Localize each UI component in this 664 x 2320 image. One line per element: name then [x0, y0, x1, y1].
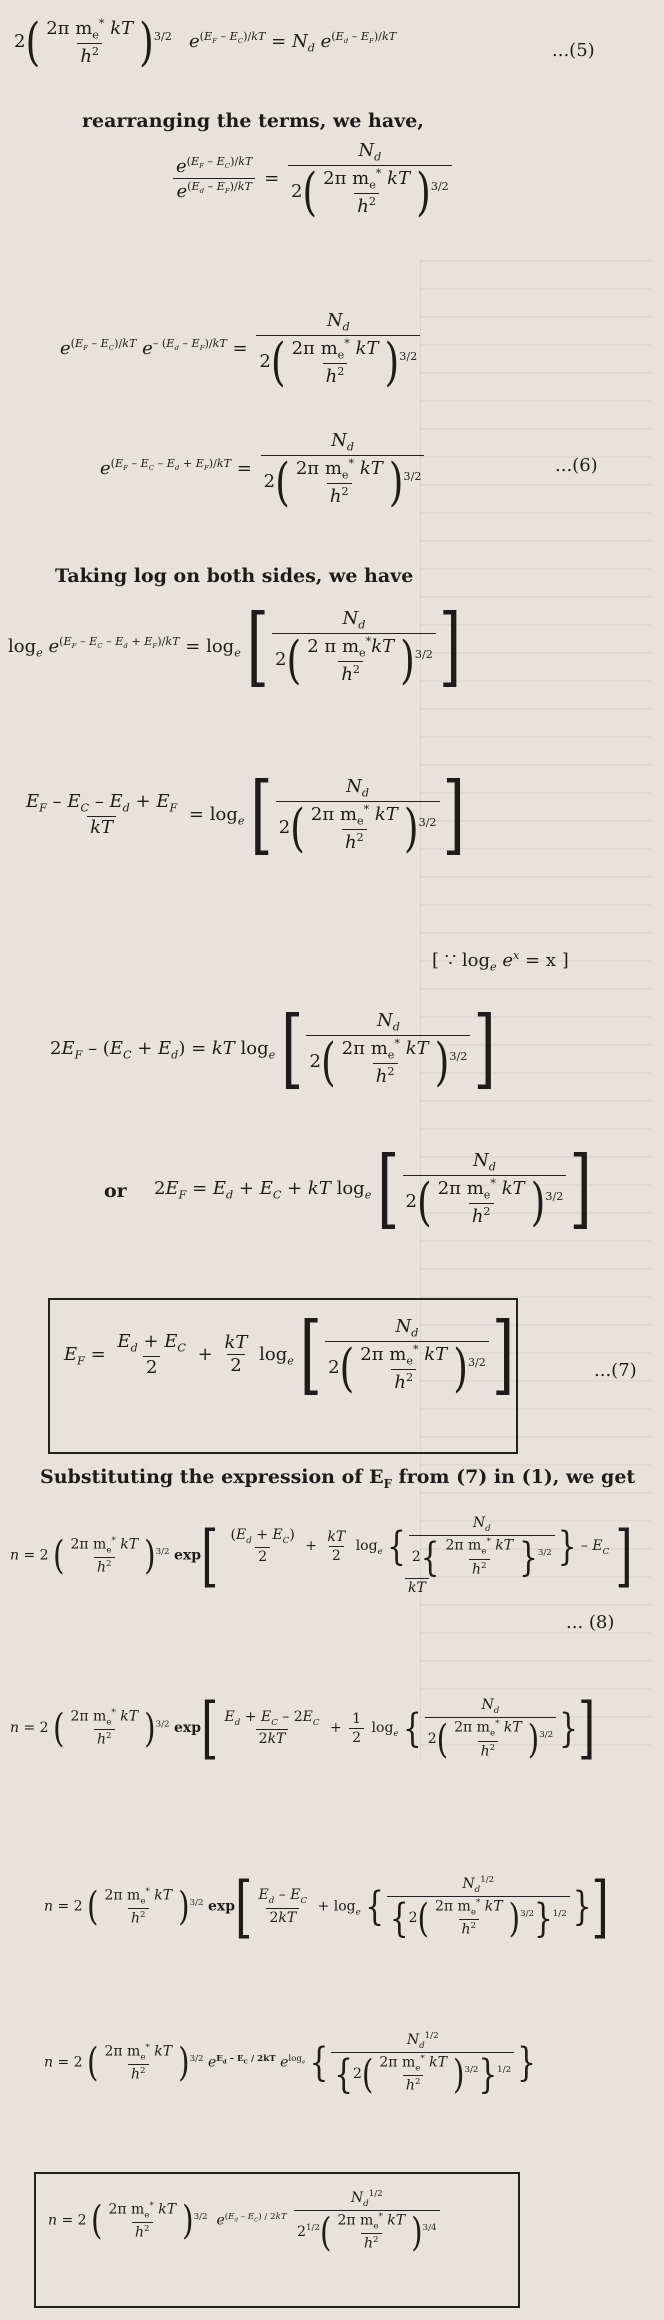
- equation-7-number: ...(7): [594, 1360, 637, 1381]
- taking-log-text: Taking log on both sides, we have: [55, 565, 414, 587]
- equation-6-number: ...(6): [555, 455, 598, 476]
- equation-8-number: ... (8): [566, 1612, 615, 1633]
- bleed-through-background: [420, 260, 651, 1760]
- log-identity-note: [ ∵ loge ex = x ]: [432, 949, 569, 974]
- equation-7-box: [48, 1298, 518, 1454]
- substituting-text: Substituting the expression of EF from (…: [40, 1466, 636, 1491]
- final-result-box: [34, 2172, 520, 2308]
- or-word: or: [104, 1180, 127, 1202]
- rearranging-text: rearranging the terms, we have,: [82, 110, 424, 132]
- equation-5-number: ...(5): [552, 40, 595, 61]
